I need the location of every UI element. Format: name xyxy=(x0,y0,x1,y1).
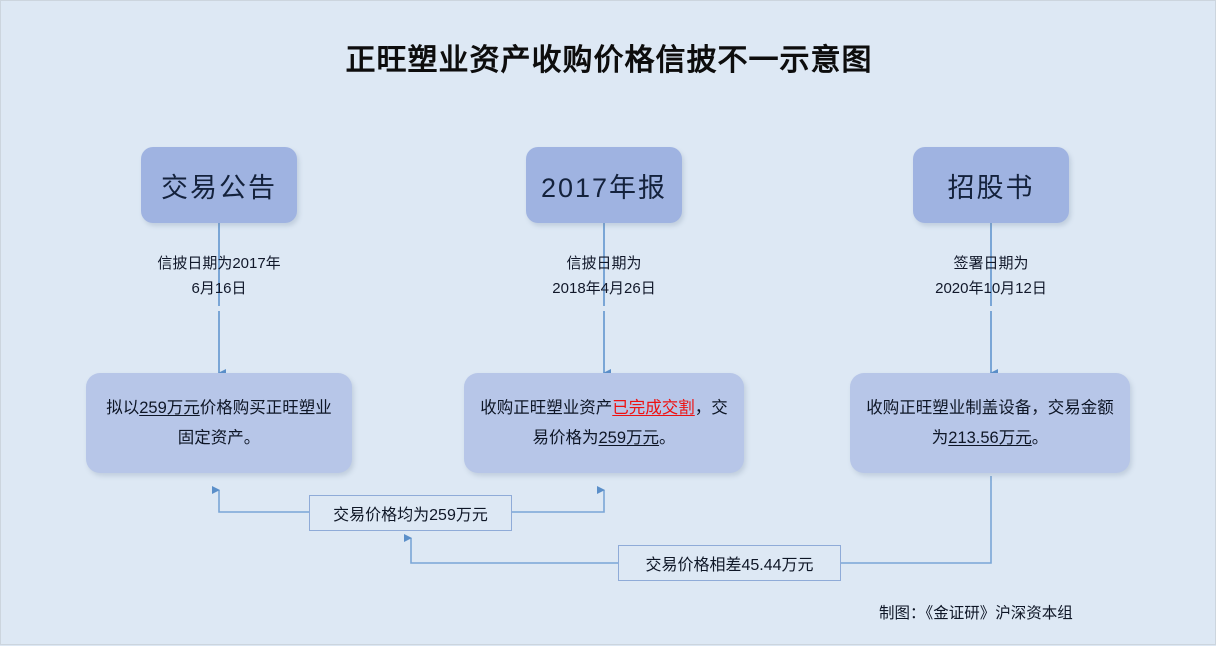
note-box-label: 交易价格均为259万元 xyxy=(333,507,488,524)
page-title: 正旺塑业资产收购价格信披不一示意图 xyxy=(345,44,873,77)
caption-stage3-line2: 2020年10月12日 xyxy=(935,280,1047,297)
text-seg: ，交易价格为 xyxy=(532,399,728,447)
stage-box-annual-report-2017[interactable]: 2017年报 xyxy=(526,147,682,223)
caption-stage1: 信披日期为2017年 6月16日 xyxy=(119,251,319,301)
stage-box-label: 2017年报 xyxy=(540,172,668,203)
note-box-label: 交易价格相差45.44万元 xyxy=(645,557,814,574)
note-box-same-price[interactable]: 交易价格均为259万元 xyxy=(309,495,512,531)
text-seg: 。 xyxy=(1031,429,1049,447)
connector-note1-to-content1 xyxy=(212,486,309,513)
text-seg: 价格购买正旺 xyxy=(199,399,299,417)
stage-box-label: 招股书 xyxy=(947,172,1035,203)
content-box-1[interactable]: 拟以259万元价格购买正旺塑业固定资产。 xyxy=(86,373,352,473)
connector-note2-to-content3 xyxy=(841,476,992,564)
content-box-3[interactable]: 收购正旺塑业制盖设备，交易金额为213.56万元。 xyxy=(850,373,1130,473)
amount-highlight: 259万元 xyxy=(139,399,200,417)
text-seg: 拟以 xyxy=(106,399,140,417)
content-box-3-text: 收购正旺塑业制盖设备，交易金额为213.56万元。 xyxy=(866,393,1114,453)
connector-note1-to-content2 xyxy=(512,486,605,513)
content-box-2-text: 收购正旺塑业资产已完成交割，交易价格为259万元。 xyxy=(480,393,728,453)
content-box-1-text: 拟以259万元价格购买正旺塑业固定资产。 xyxy=(102,393,336,453)
text-seg: 。 xyxy=(659,429,676,447)
status-highlight: 已完成交割 xyxy=(612,399,695,417)
caption-stage2: 信披日期为 2018年4月26日 xyxy=(504,251,704,301)
stage-box-label: 交易公告 xyxy=(161,172,277,203)
caption-stage2-line1: 信披日期为 xyxy=(566,255,642,272)
stage-box-prospectus[interactable]: 招股书 xyxy=(913,147,1069,223)
amount-highlight: 213.56万元 xyxy=(948,429,1032,447)
content-box-2[interactable]: 收购正旺塑业资产已完成交割，交易价格为259万元。 xyxy=(464,373,744,473)
credit-text: 制图：《金证研》沪深资本组 xyxy=(879,605,1073,622)
text-seg: 交易金额为 xyxy=(931,399,1114,447)
caption-stage1-line1: 信披日期为2017年 xyxy=(157,255,281,272)
caption-stage2-line2: 2018年4月26日 xyxy=(552,280,656,297)
amount-highlight: 259万元 xyxy=(598,429,660,447)
text-seg: 收购正旺塑业制盖设备， xyxy=(866,399,1048,417)
connector-note2-to-note1 xyxy=(404,534,618,564)
stage-box-transaction-announcement[interactable]: 交易公告 xyxy=(141,147,297,223)
note-box-price-difference[interactable]: 交易价格相差45.44万元 xyxy=(618,545,841,581)
caption-stage1-line2: 6月16日 xyxy=(191,280,247,297)
text-seg: 塑业固定资产。 xyxy=(177,399,332,447)
caption-stage3: 签署日期为 2020年10月12日 xyxy=(891,251,1091,301)
text-seg: 收购正旺塑业资产 xyxy=(480,399,613,417)
caption-stage3-line1: 签署日期为 xyxy=(953,255,1029,272)
